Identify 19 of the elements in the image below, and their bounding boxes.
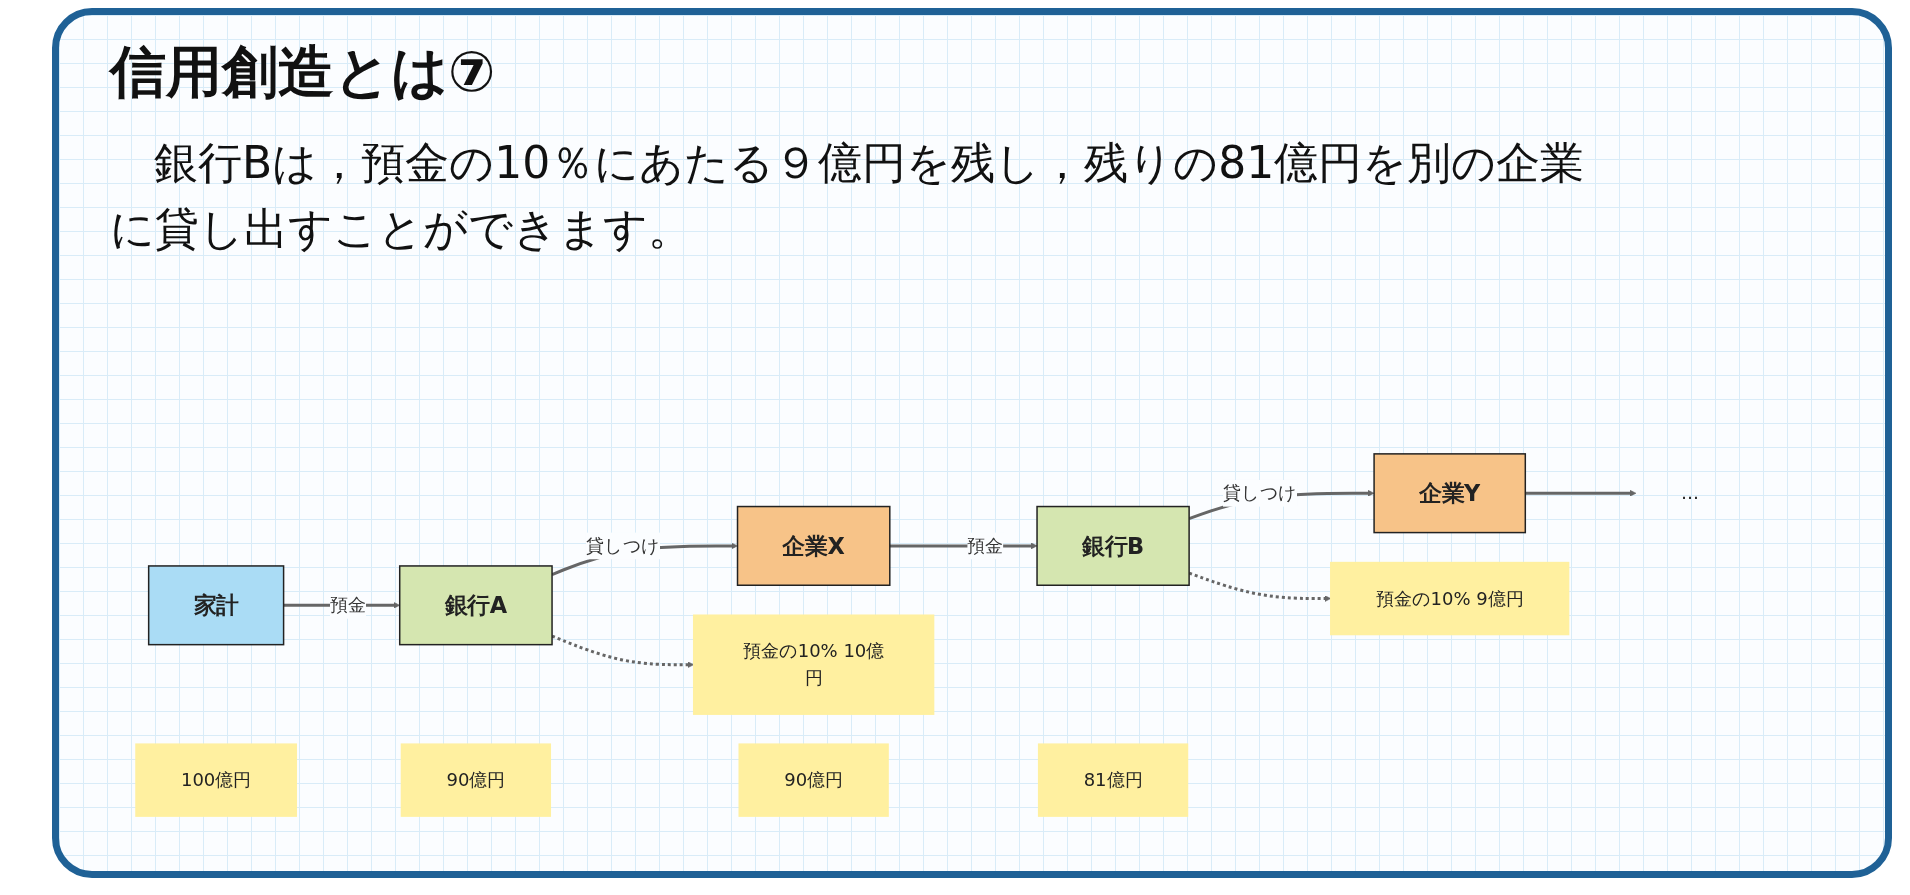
node-box: 90億円 [738,743,889,817]
node-box: 銀行A [398,565,553,646]
edge-label: 預金 [330,594,366,616]
node-box: 家計 [147,565,285,646]
edge-label: 貸しつけ [585,535,660,557]
caption: 銀行Bは，預金の10％にあたる９億円を残し，残りの81億円を別の企業に貸し出すことができます。 [110,136,1586,256]
node-box: 預金の10% 9億円 [1330,561,1570,636]
node-text: … [1681,482,1700,504]
node-box: 銀行B [1036,505,1190,586]
edge-label: 預金 [967,535,1004,557]
node-box: 100億円 [135,743,297,817]
node-box: 90億円 [400,743,552,817]
arrow [1525,489,1637,497]
node-box: 企業X [736,505,891,586]
node-box: 企業Y [1373,453,1527,534]
node-box: 預金の10% 10億円 [692,614,935,715]
edge-label: 貸しつけ [1222,482,1298,504]
title: 信用創造とは⑦ [110,38,496,106]
node-box: 81億円 [1037,743,1189,817]
